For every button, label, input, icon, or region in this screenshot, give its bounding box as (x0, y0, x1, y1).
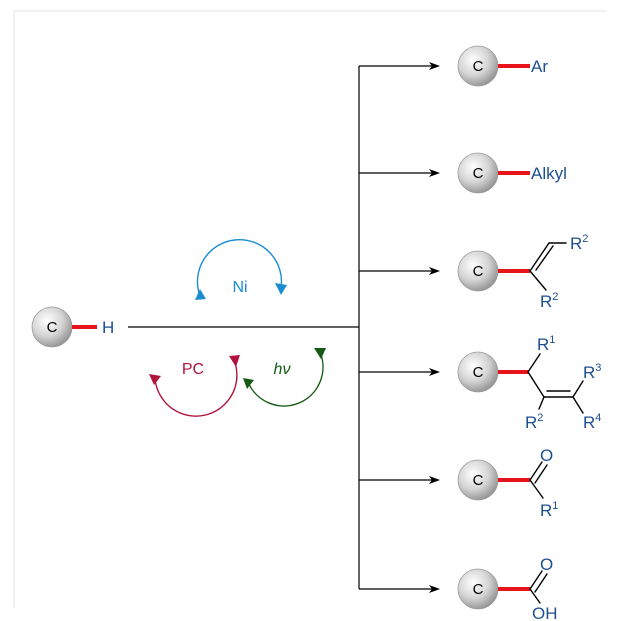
allyl-bond-down (527, 371, 545, 398)
carbonyl-bond-inner (534, 573, 548, 593)
pc-arrowhead-left (149, 374, 161, 385)
hv-arrowhead-left (243, 378, 254, 389)
ni-cycle: Ni (195, 238, 287, 300)
product-alkyl: C Alkyl (457, 152, 567, 194)
carbon-label: C (473, 472, 484, 489)
carbon-label: C (473, 165, 484, 182)
hv-cycle-arc (247, 351, 324, 407)
pc-arrowhead-right (229, 355, 240, 367)
arrowhead-allyl (429, 368, 440, 376)
hv-arrowhead-right (314, 348, 326, 359)
product-ketone: C O R1 (457, 446, 558, 520)
pc-label: PC (182, 361, 204, 378)
aryl-label: Ar (531, 57, 548, 76)
ni-arrowhead-left (195, 289, 206, 300)
r2-bottom-label: R2 (540, 291, 558, 311)
product-allyl: C R1 R2 R3 R4 (457, 334, 601, 432)
r1-label: R1 (537, 334, 555, 354)
ni-arrowhead-right (275, 283, 287, 295)
vinyl-bond-r2-bottom (529, 270, 547, 291)
carbon-label: C (473, 263, 484, 280)
carbon-label: C (47, 319, 58, 336)
product-acid: C O OH (457, 555, 558, 621)
allyl-bond-r3 (572, 380, 584, 398)
hv-label: hν (274, 361, 291, 378)
allyl-bond-r2 (538, 396, 545, 410)
carbonyl-bond-outer (529, 570, 543, 590)
arrowhead-alkyl (429, 169, 440, 177)
carbon-label: C (473, 58, 484, 75)
starting-material: C H (31, 306, 114, 348)
carbonyl-bond-inner (534, 464, 548, 484)
r1-label: R1 (540, 500, 558, 520)
oxygen-label: O (540, 555, 553, 574)
ketone-bond-r1 (529, 479, 544, 499)
arrowhead-alkenyl (429, 267, 440, 275)
double-bond-inner (535, 245, 554, 271)
r2-top-label: R2 (570, 233, 588, 253)
hydrogen-label: H (102, 318, 114, 337)
r3-label: R3 (583, 362, 601, 382)
pc-cycle-arc (154, 359, 238, 417)
allyl-bond-r1 (527, 353, 541, 373)
carbon-label: C (473, 364, 484, 381)
allyl-bond-r4 (572, 396, 584, 414)
product-aryl: C Ar (457, 45, 548, 87)
double-bond-outer (529, 242, 550, 272)
hydroxyl-bond (529, 588, 541, 604)
alkyl-label: Alkyl (531, 164, 567, 183)
arrowhead-acid (429, 585, 440, 593)
pc-cycle: PC (149, 355, 240, 417)
oxygen-label: O (540, 446, 553, 465)
hv-cycle: hν (243, 348, 326, 407)
r2-label: R2 (525, 412, 543, 432)
product-alkenyl: C R2 R2 (457, 233, 588, 311)
carbon-label: C (473, 581, 484, 598)
r4-label: R4 (583, 412, 601, 432)
ni-cycle-arc (196, 238, 283, 297)
ni-label: Ni (232, 279, 247, 296)
branching-arrows (128, 62, 440, 593)
arrowhead-aryl (429, 62, 440, 70)
arrowhead-ketone (429, 476, 440, 484)
hydroxyl-label: OH (532, 604, 558, 621)
carbonyl-bond-outer (529, 461, 543, 481)
